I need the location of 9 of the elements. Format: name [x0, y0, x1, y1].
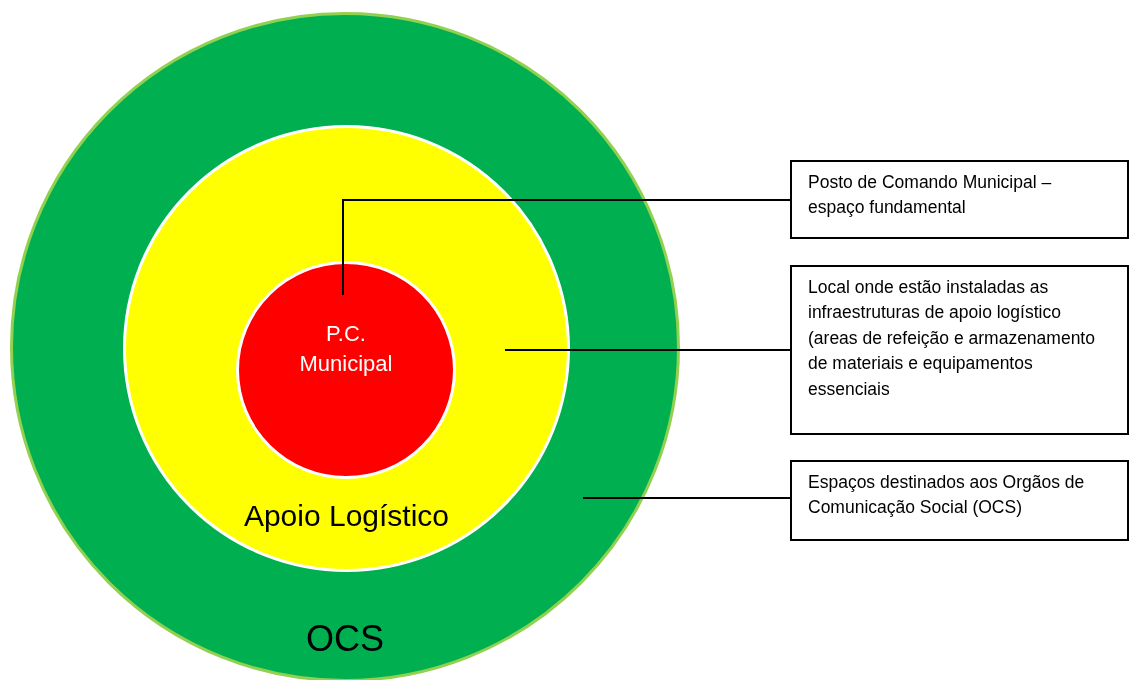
callout-box: Posto de Comando Municipal – espaço fundamental — [790, 160, 1129, 239]
leader-line — [582, 497, 791, 499]
circle-label: P.C. Municipal — [298, 320, 394, 378]
leader-line — [342, 199, 791, 296]
callout-box: Local onde estão instaladas as infraestruturas de apoio logístico (areas de refeição e armazenamento de materiais e equipamentos essenciais — [790, 265, 1129, 435]
callout-box: Espaços destinados aos Orgãos de Comunicação Social (OCS) — [790, 460, 1129, 541]
leader-line — [504, 349, 791, 351]
circle-label: OCS — [305, 617, 385, 661]
circle-label: Apoio Logístico — [242, 498, 451, 534]
